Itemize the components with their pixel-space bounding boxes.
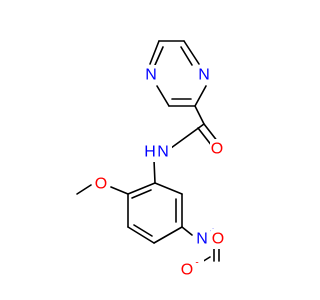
carbonyl-oxygen-label: O	[211, 141, 223, 158]
bond	[194, 105, 205, 125]
bond	[183, 40, 200, 65]
bond	[153, 159, 156, 184]
bond	[133, 224, 153, 237]
amide-hydrogen-label: H	[144, 144, 156, 161]
atom-labels: N N H N O O N + O O -	[94, 65, 227, 281]
bond	[153, 226, 183, 244]
bond	[131, 189, 152, 199]
nitro-negative-charge: -	[195, 258, 198, 269]
bond	[76, 184, 92, 195]
bond	[110, 186, 129, 195]
nitro-oxygen-label: O	[212, 231, 224, 248]
bond	[149, 40, 160, 65]
methoxy-oxygen-label: O	[95, 176, 107, 193]
bond	[154, 182, 183, 195]
bond	[154, 46, 164, 66]
bond	[170, 123, 205, 149]
bond	[127, 182, 156, 195]
nitro-oxygen-label: O	[181, 262, 193, 279]
pyrazine-nitrogen-label: N	[145, 67, 157, 84]
bond	[197, 127, 213, 147]
bond	[127, 226, 155, 244]
amide-nitrogen-label: N	[157, 144, 169, 161]
bond	[156, 85, 170, 107]
pyrazine-ring	[149, 40, 207, 107]
methoxy-group	[76, 184, 129, 195]
bond	[181, 226, 193, 236]
bond	[194, 85, 207, 107]
pyrazine-nitrogen-label: N	[198, 67, 210, 84]
bond	[180, 46, 193, 66]
nitro-nitrogen-label: N	[196, 231, 208, 248]
benzene-ring	[127, 159, 183, 244]
chemical-structure: N N H N O O N + O O -	[76, 40, 227, 281]
